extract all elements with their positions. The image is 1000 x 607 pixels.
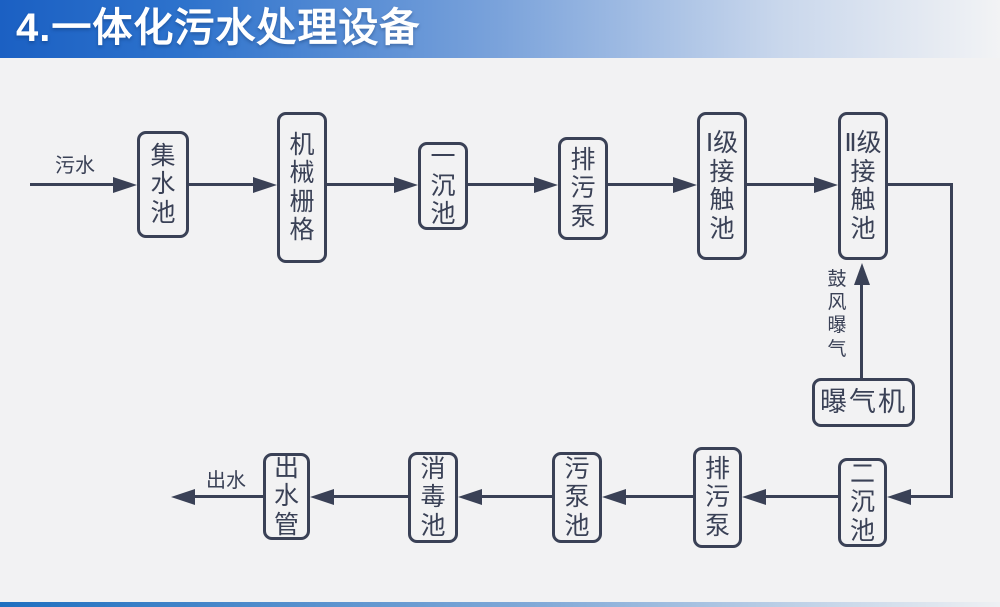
arrow-6-head-icon [742, 489, 766, 505]
connector-bottom-segment [911, 495, 953, 498]
arrow-8-head-icon [458, 489, 482, 505]
arrow-2-line [327, 183, 396, 186]
aeration-arrow-head-icon [854, 263, 870, 285]
connector-top-segment [888, 183, 953, 186]
arrow-inflow-head-icon [113, 177, 137, 193]
arrow-8-line [482, 495, 552, 498]
arrow-7-line [626, 495, 693, 498]
arrow-outflow-line [195, 495, 263, 498]
arrow-4-head-icon [673, 177, 697, 193]
node-disinfection-tank: 消毒池 [408, 452, 458, 543]
node-secondary-sedimentation-tank: 二沉池 [838, 458, 887, 547]
arrow-inflow-line [30, 183, 115, 186]
blast-aeration-label: 鼓风曝气 [827, 269, 847, 360]
arrow-outflow-head-icon [171, 489, 195, 505]
node-stage2-contact-tank: Ⅱ级接触池 [838, 112, 888, 260]
arrow-1-head-icon [253, 177, 277, 193]
arrow-5-head-icon [814, 177, 838, 193]
arrow-1-line [189, 183, 255, 186]
node-sewage-pump-bottom: 排污泵 [693, 447, 742, 548]
page-title: 4.一体化污水处理设备 [16, 6, 421, 50]
arrow-6-line [766, 495, 838, 498]
arrow-2-head-icon [394, 177, 418, 193]
arrow-9-head-icon [310, 489, 334, 505]
node-primary-sedimentation-tank: 一沉池 [418, 142, 468, 230]
bottom-accent-bar [0, 602, 1000, 607]
node-collecting-tank: 集水池 [137, 131, 189, 238]
node-mechanical-grid: 机械栅格 [277, 112, 327, 263]
outflow-label: 出水 [206, 470, 246, 492]
arrow-3-line [468, 183, 536, 186]
node-sewage-pump-top: 排污泵 [558, 137, 608, 240]
arrow-7-head-icon [602, 489, 626, 505]
node-aerator: 曝气机 [812, 378, 915, 427]
node-outlet-pipe: 出水管 [263, 453, 310, 540]
arrow-9-line [334, 495, 408, 498]
node-stage1-contact-tank: Ⅰ级接触池 [697, 112, 747, 260]
arrow-5-line [747, 183, 816, 186]
node-sludge-pump-tank: 污泵池 [552, 452, 602, 543]
aeration-arrow-line [860, 284, 863, 378]
arrow-4-line [608, 183, 675, 186]
inflow-label: 污水 [55, 155, 95, 177]
arrow-3-head-icon [534, 177, 558, 193]
title-banner: 4.一体化污水处理设备 [0, 0, 1000, 58]
connector-vertical-segment [950, 183, 953, 498]
connector-head-icon [887, 489, 911, 505]
